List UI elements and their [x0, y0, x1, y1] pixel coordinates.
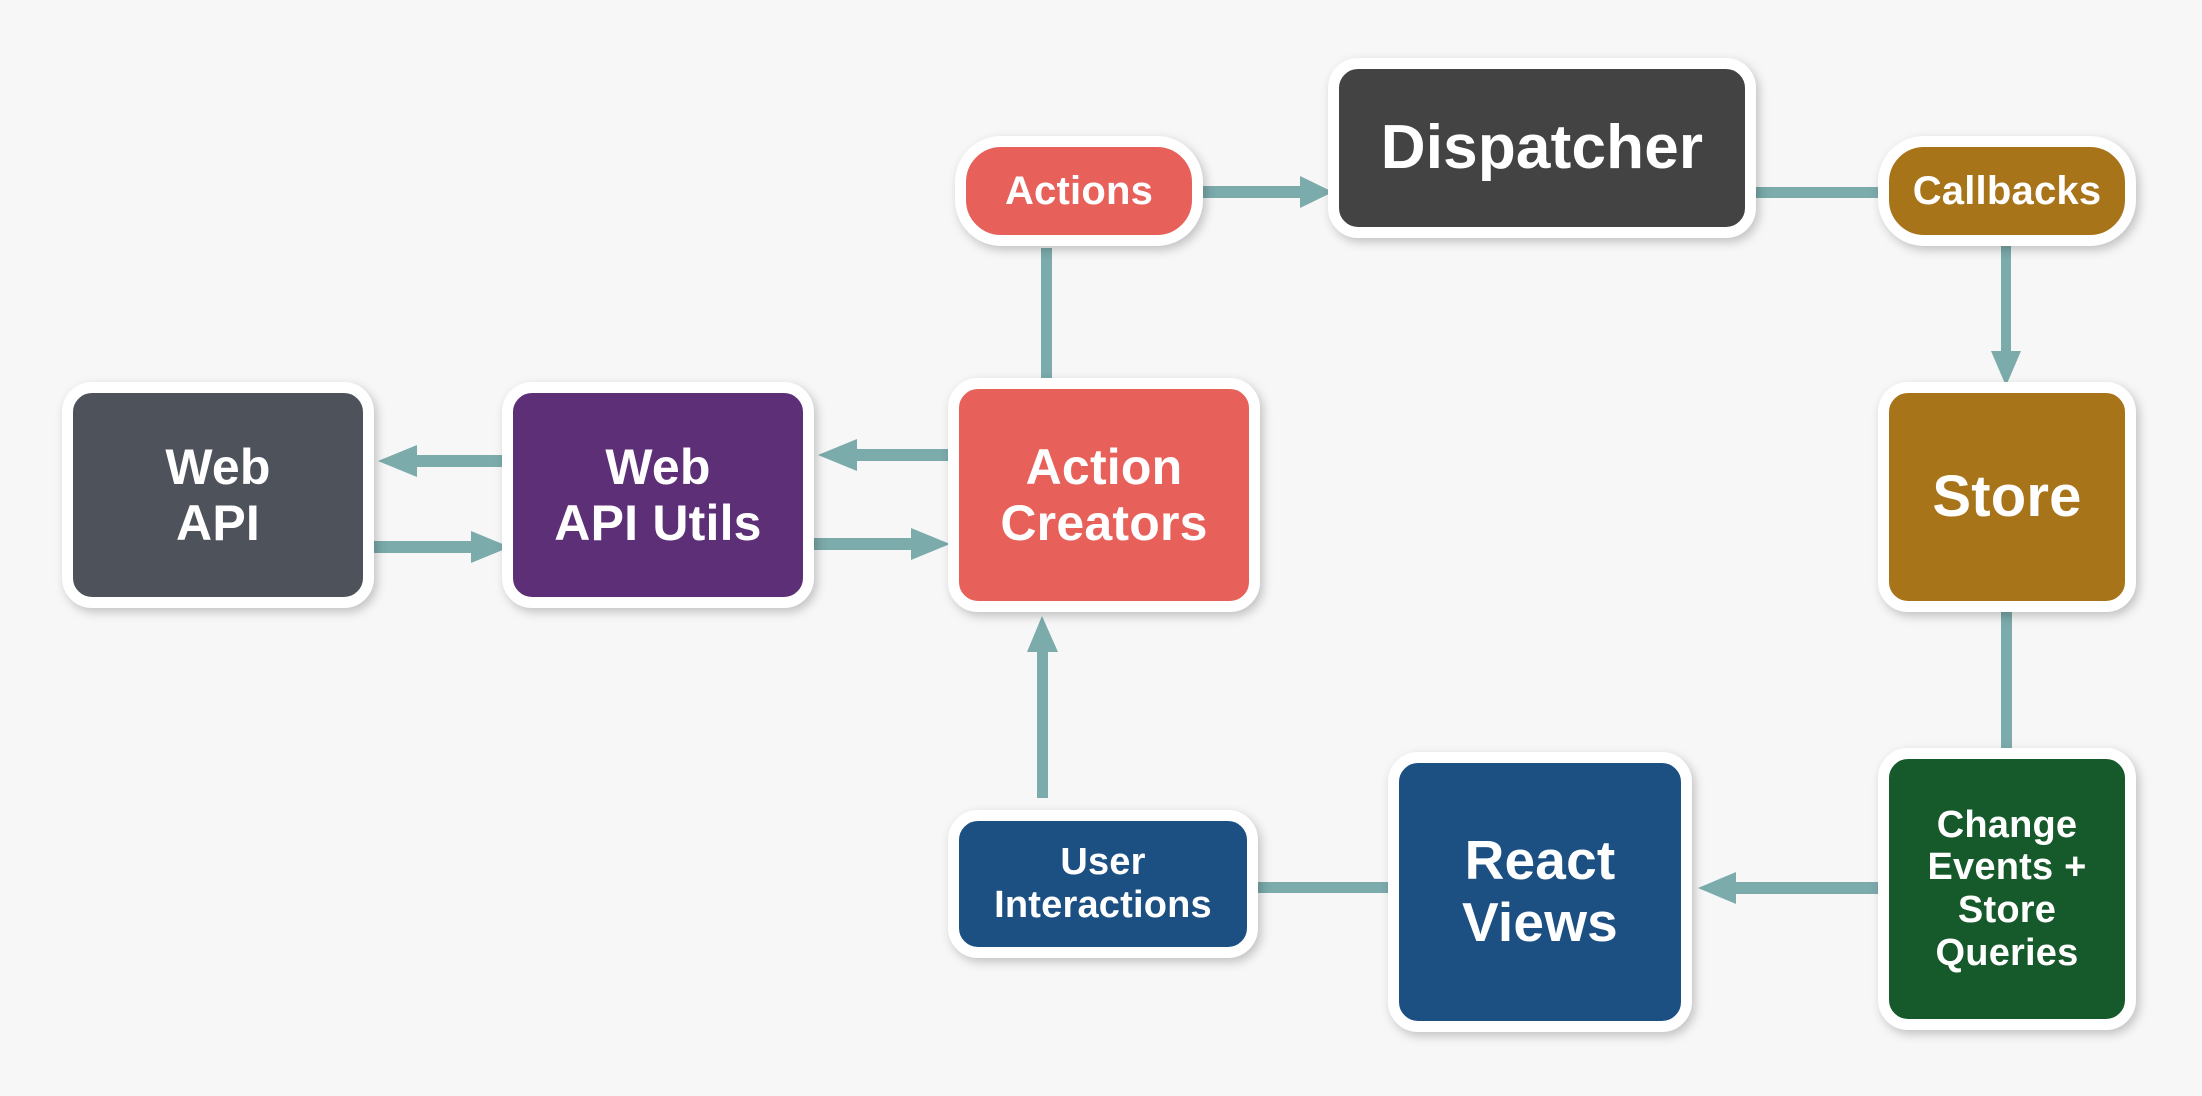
- edge-dispatcher-to-callbacks: [1752, 185, 1884, 199]
- edge-web-api-to-web-api-utils: [370, 529, 518, 569]
- node-web-api-utils-label: Web API Utils: [554, 439, 762, 551]
- node-change-events-store-queries[interactable]: Change Events + Store Queries: [1878, 748, 2136, 1030]
- node-store[interactable]: Store: [1878, 382, 2136, 612]
- node-dispatcher[interactable]: Dispatcher: [1328, 58, 1756, 238]
- node-user-interactions-label: User Interactions: [994, 841, 1212, 926]
- node-actions[interactable]: Actions: [955, 136, 1203, 246]
- edge-react-views-to-user-interactions: [1255, 881, 1391, 895]
- node-react-views[interactable]: React Views: [1388, 752, 1692, 1032]
- edge-web-api-utils-to-web-api: [370, 443, 518, 483]
- node-user-interactions[interactable]: User Interactions: [948, 810, 1258, 958]
- edge-change-events-to-react-views: [1690, 870, 1886, 910]
- node-action-creators[interactable]: Action Creators: [948, 378, 1260, 612]
- node-web-api-label: Web API: [165, 439, 271, 551]
- node-web-api-utils[interactable]: Web API Utils: [502, 382, 814, 608]
- edge-callbacks-to-store: [1990, 243, 2030, 393]
- node-dispatcher-label: Dispatcher: [1380, 113, 1704, 183]
- edge-store-to-change-events: [1996, 608, 2018, 754]
- node-callbacks-label: Callbacks: [1912, 168, 2102, 213]
- node-action-creators-label: Action Creators: [1000, 439, 1208, 551]
- edge-actions-to-dispatcher: [1200, 172, 1340, 212]
- edge-action-creators-to-actions: [1037, 248, 1059, 382]
- node-react-views-label: React Views: [1462, 829, 1618, 953]
- node-callbacks[interactable]: Callbacks: [1878, 136, 2136, 246]
- node-change-events-store-queries-label: Change Events + Store Queries: [1927, 803, 2087, 974]
- node-actions-label: Actions: [1004, 168, 1154, 213]
- edge-action-creators-to-web-api-utils: [810, 437, 958, 477]
- edge-user-interactions-to-action-creators: [1026, 614, 1066, 798]
- edge-web-api-utils-to-action-creators: [810, 526, 958, 566]
- node-web-api[interactable]: Web API: [62, 382, 374, 608]
- node-store-label: Store: [1932, 463, 2082, 529]
